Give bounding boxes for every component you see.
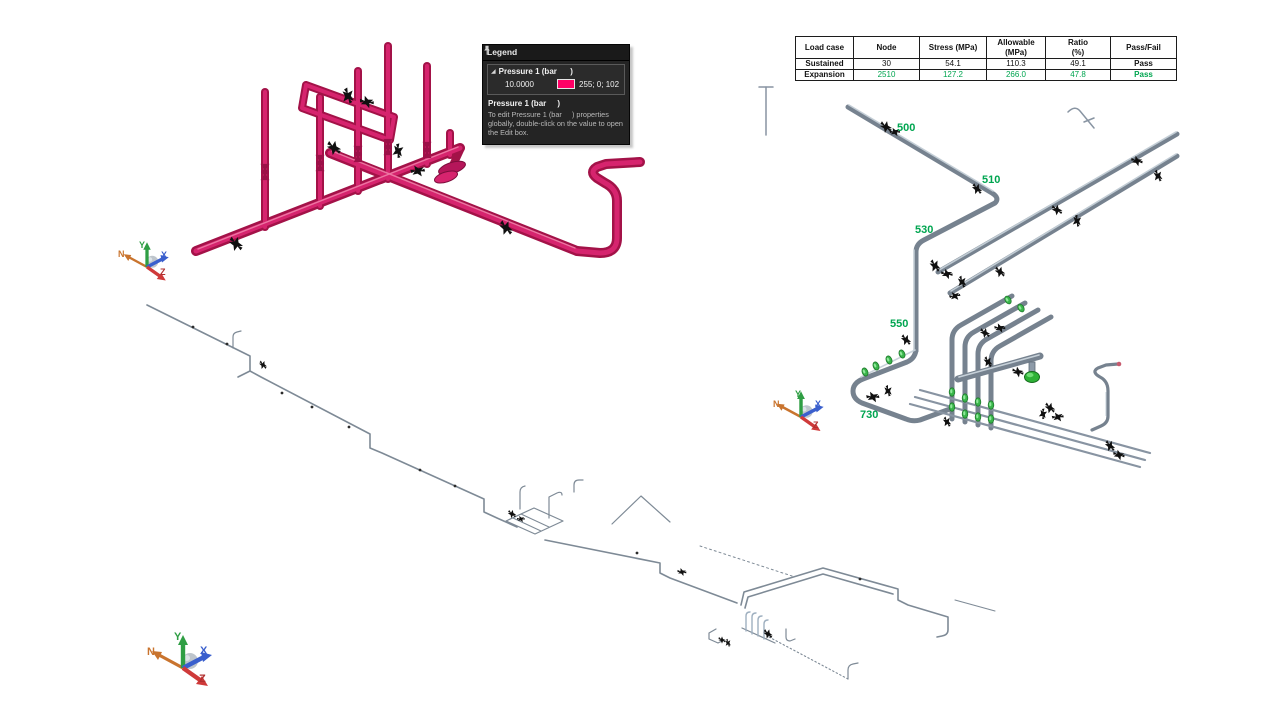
legend-tree: ◢ Pressure 1 (bar ) 10.0000 255; 0; 102 [487,64,625,95]
node-label: 510 [982,174,1001,186]
gray-pipe-model-right[interactable] [758,86,1180,469]
support-symbols [864,120,1166,462]
axis-label-x: X [815,399,822,409]
axis-label-z: Z [813,420,819,430]
legend-help: Pressure 1 (bar ) To edit Pressure 1 (ba… [488,99,624,137]
axis-label-x: X [161,250,168,260]
axis-label-z: Z [160,267,166,277]
pin-icon[interactable] [483,45,491,56]
tree-item-label: Pressure 1 (bar ) [498,67,573,76]
axis-label-n: N [118,249,125,259]
node-label: 730 [860,409,879,421]
legend-tree-item[interactable]: ◢ Pressure 1 (bar ) [491,67,621,76]
legend-title: Legend [487,47,518,57]
color-swatch[interactable] [557,79,575,89]
results-table-header-row: Load case Node Stress (MPa) Allowable(MP… [795,36,1177,59]
gray-pipe-model-bottom[interactable] [146,304,996,680]
swatch-rgb-value: 255; 0; 102 [579,79,620,89]
axis-label-y: Y [174,631,182,643]
axis-label-x: X [200,645,208,657]
node-label: 550 [890,318,909,330]
node-label: 530 [915,224,934,236]
help-title: Pressure 1 (bar ) [488,99,561,108]
axis-label-y: Y [139,240,146,250]
node-label: 500 [897,122,916,134]
tree-expander-icon[interactable]: ◢ [491,68,496,75]
axis-label-z: Z [199,673,206,685]
table-row-expansion: Expansion 2510 127.2 266.0 47.8 Pass [795,69,1177,81]
axis-label-n: N [773,399,780,409]
support-symbols [257,359,774,649]
results-table: Load case Node Stress (MPa) Allowable(MP… [795,36,1177,81]
legend-panel[interactable]: Legend ◢ Pressure 1 (bar ) 10.0000 255; … [482,44,630,145]
legend-panel-header[interactable]: Legend [483,45,629,61]
help-text: To edit Pressure 1 (bar ) properties glo… [488,110,623,138]
pressure-value[interactable]: 10.0000 [505,79,534,89]
axis-label-n: N [147,646,155,658]
pump-volute [1024,371,1040,383]
table-row-sustained: Sustained 30 54.1 110.3 49.1 Pass [795,58,1177,70]
magenta-pipe-model[interactable] [191,42,645,258]
axis-label-y: Y [795,389,802,399]
